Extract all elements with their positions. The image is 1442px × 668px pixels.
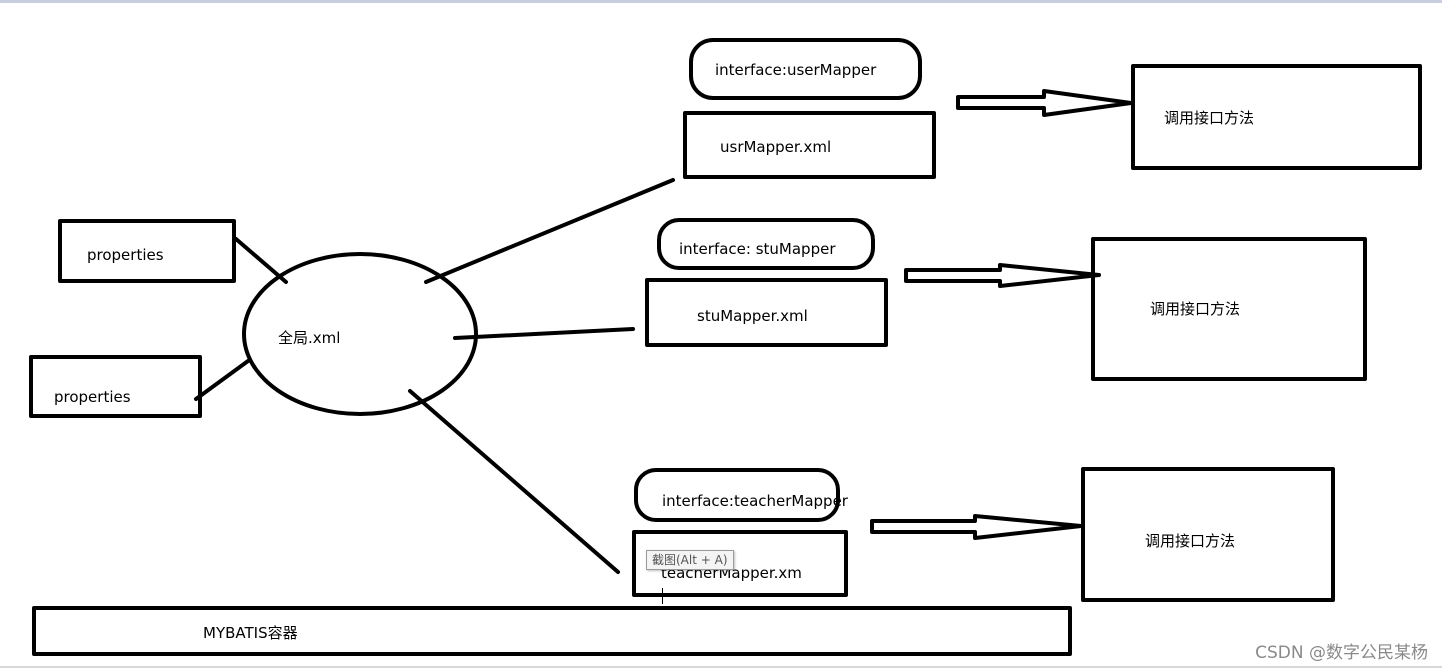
screenshot-tooltip: 截图(Alt + A) bbox=[646, 550, 734, 570]
stu-mapper-interface-label: interface: stuMapper bbox=[679, 240, 836, 258]
call-method-label-1: 调用接口方法 bbox=[1164, 109, 1254, 127]
user-mapper-interface-label: interface:userMapper bbox=[715, 61, 877, 79]
stu-mapper-xml-label: stuMapper.xml bbox=[697, 307, 808, 325]
user-mapper-interface-shape bbox=[689, 38, 922, 100]
global-xml-label: 全局.xml bbox=[278, 329, 340, 347]
arrow-user-to-method bbox=[956, 89, 1133, 117]
connector-properties-top bbox=[234, 237, 288, 284]
arrow-stu-to-method bbox=[904, 263, 1101, 288]
global-xml-node bbox=[242, 252, 478, 416]
stu-mapper-interface-shape bbox=[657, 218, 875, 270]
teacher-mapper-interface-shape bbox=[634, 468, 840, 522]
call-method-box-1 bbox=[1131, 64, 1422, 170]
connector-teacher-mapper bbox=[408, 389, 620, 574]
user-mapper-xml-label: usrMapper.xml bbox=[720, 138, 831, 156]
mybatis-container-label: MYBATIS容器 bbox=[203, 624, 298, 642]
connector-stu-mapper bbox=[453, 327, 635, 340]
csdn-watermark: CSDN @数字公民某杨 bbox=[1255, 643, 1428, 663]
user-mapper-xml-box bbox=[683, 111, 936, 179]
connector-properties-bottom bbox=[194, 359, 250, 401]
connector-user-mapper bbox=[424, 178, 675, 284]
text-cursor bbox=[662, 588, 663, 604]
properties-label-top: properties bbox=[87, 246, 164, 264]
call-method-label-3: 调用接口方法 bbox=[1145, 532, 1235, 550]
arrow-teacher-to-method bbox=[870, 514, 1083, 540]
call-method-box-2 bbox=[1091, 237, 1367, 381]
teacher-mapper-interface-label: interface:teacherMapper bbox=[662, 492, 849, 510]
properties-box-bottom bbox=[29, 355, 202, 418]
window-bottom-border bbox=[0, 666, 1442, 668]
properties-box-top bbox=[58, 219, 236, 283]
window-top-border bbox=[0, 0, 1442, 3]
call-method-box-3 bbox=[1081, 467, 1335, 602]
call-method-label-2: 调用接口方法 bbox=[1150, 300, 1240, 318]
teacher-mapper-xml-box bbox=[632, 530, 848, 597]
mybatis-container-box bbox=[32, 606, 1072, 656]
stu-mapper-xml-box bbox=[645, 278, 888, 347]
properties-label-bottom: properties bbox=[54, 388, 131, 406]
